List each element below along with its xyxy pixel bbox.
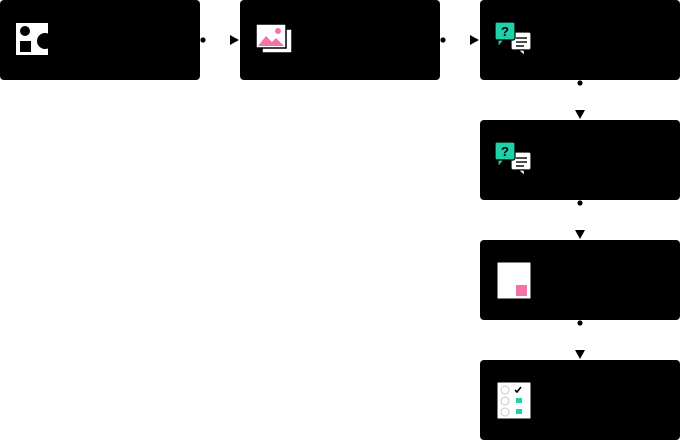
edge-qa-1-to-qa-2 <box>575 80 585 119</box>
node-shapes[interactable] <box>0 0 200 80</box>
shapes-icon <box>16 23 52 55</box>
connector-dot <box>440 37 446 43</box>
node-panel[interactable] <box>480 240 680 320</box>
question-answer-icon: ? <box>494 21 532 58</box>
svg-text:?: ? <box>501 144 509 159</box>
node-qa-1[interactable]: ? <box>480 0 680 80</box>
connector-arrowhead <box>575 230 585 239</box>
edge-qa-2-to-panel <box>575 200 585 239</box>
connector-dot <box>577 80 583 86</box>
node-qa-2[interactable]: ? <box>480 120 680 200</box>
connector-dot <box>200 37 206 43</box>
edge-image-to-qa-1 <box>440 35 479 45</box>
svg-text:?: ? <box>501 24 509 39</box>
pink-square-panel-icon <box>496 261 532 299</box>
connector-dot <box>577 200 583 206</box>
node-checklist[interactable] <box>480 360 680 440</box>
question-answer-icon: ? <box>494 141 532 178</box>
connector-arrowhead <box>230 35 239 45</box>
node-image[interactable] <box>240 0 440 80</box>
edge-panel-to-checklist <box>575 320 585 359</box>
checklist-icon <box>496 381 532 419</box>
image-gallery-icon <box>255 23 292 54</box>
edge-shapes-to-image <box>200 35 239 45</box>
connector-dot <box>577 320 583 326</box>
connector-arrowhead <box>575 350 585 359</box>
connector-arrowhead <box>470 35 479 45</box>
connector-arrowhead <box>575 110 585 119</box>
